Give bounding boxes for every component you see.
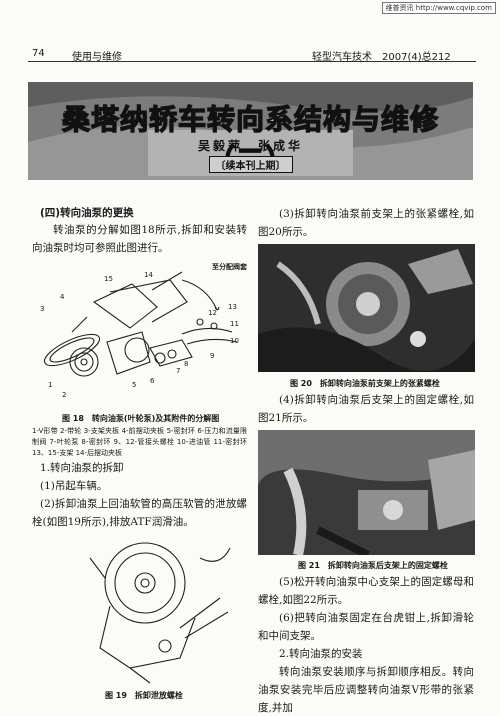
fig18-number: 2 <box>62 391 67 399</box>
subsection-installation: 2.转向油泵的安装 <box>279 648 363 660</box>
fig20-caption: 图 20 拆卸转向油泵前支架上的张紧螺栓 <box>290 379 440 388</box>
fig18-number: 10 <box>230 337 239 345</box>
drain-bolt-drawing <box>89 542 231 684</box>
series-note: 〔续本刊上期〕 <box>208 156 293 173</box>
fig18-callout-top: 至分配阀套 <box>212 263 247 271</box>
step-1: (1)吊起车辆。 <box>40 480 108 492</box>
fig18-number: 4 <box>60 293 65 301</box>
fig18-number: 15 <box>104 275 113 283</box>
section-heading: (四)转向油泵的更换 <box>40 207 134 219</box>
pump-rear-bracket-photo <box>258 430 475 555</box>
fig18-number: 9 <box>210 352 215 360</box>
journal-info: 轻型汽车技术 2007(4)总212 <box>312 52 451 63</box>
fig18-legend: 1-V形带 2-带轮 3-支架夹板 4-前摆动夹板 5-密封环 6-压力和流量限… <box>32 427 247 457</box>
fig18-number: 11 <box>230 320 239 328</box>
intro-paragraph: 转油泵的分解如图18所示,拆卸和安装转向油泵时均可参照此图进行。 <box>32 224 247 254</box>
pump-exploded-diagram <box>43 271 238 377</box>
fig18-number: 13 <box>228 303 237 311</box>
section-label: 使用与维修 <box>72 52 122 63</box>
step-5: (5)松开转向油泵中心支架上的固定螺母和螺栓,如图22所示。 <box>258 576 474 606</box>
figure-20-photo <box>258 244 475 372</box>
fig18-number: 1 <box>48 381 53 389</box>
fig18-number: 14 <box>144 271 153 279</box>
fig18-number: 8 <box>184 360 189 368</box>
fig18-number: 6 <box>150 377 155 385</box>
fig18-number: 7 <box>176 367 181 375</box>
article-authors: 吴毅萍 张成华 <box>197 139 303 153</box>
title-banner: 桑塔纳轿车转向系结构与维修（二） 吴毅萍 张成华 〔续本刊上期〕 <box>28 82 473 180</box>
fig18-number: 5 <box>132 381 137 389</box>
step-4: (4)拆卸转向油泵后支架上的固定螺栓,如图21所示。 <box>258 394 474 424</box>
installation-paragraph: 转向油泵安装顺序与拆卸顺序相反。转向油泵安装完毕后应调整转向油泵V形带的张紧度,… <box>258 666 474 714</box>
subsection-removal: 1.转向油泵的拆卸 <box>40 462 124 474</box>
step-6: (6)把转向油泵固定在台虎钳上,拆卸滑轮和中间支架。 <box>258 612 474 642</box>
fig19-caption: 图 19 拆卸泄放螺栓 <box>105 691 183 700</box>
pump-front-bracket-photo <box>258 244 475 372</box>
watermark-stamp: 维普资讯 http://www.cqvip.com <box>381 2 496 14</box>
page-number: 74 <box>32 48 45 59</box>
fig18-caption: 图 18 转向油泵(叶轮泵)及其附件的分解图 <box>62 414 220 423</box>
header-rule <box>28 61 476 62</box>
figure-18: 至分配阀套 1 2 3 4 5 6 7 8 9 10 11 12 13 14 1… <box>32 262 247 412</box>
fig18-number: 3 <box>40 305 45 313</box>
step-2: (2)拆卸油泵上回油软管的高压软管的泄放螺栓(如图19所示),排放ATF润滑油。 <box>32 498 247 528</box>
step-3: (3)拆卸转向油泵前支架上的张紧螺栓,如图20所示。 <box>258 208 474 238</box>
figure-19 <box>70 528 245 688</box>
figure-21-photo <box>258 430 475 555</box>
fig18-number: 12 <box>208 309 217 317</box>
fig21-caption: 图 21 拆卸转向油泵后支架上的固定螺栓 <box>298 561 448 570</box>
